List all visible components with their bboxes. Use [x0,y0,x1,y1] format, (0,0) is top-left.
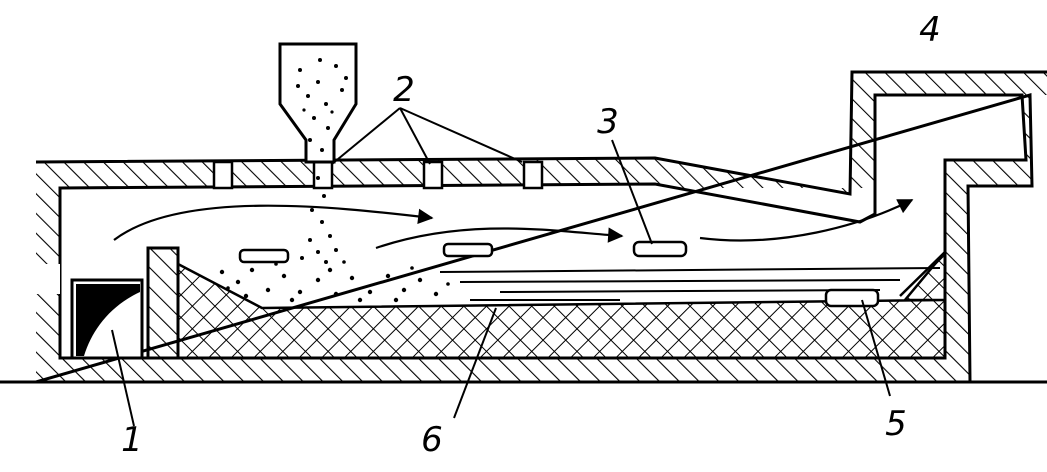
label-5: 5 [885,404,907,444]
label-6: 6 [421,420,443,460]
tap-hole [824,288,880,308]
molten-surface [439,267,941,301]
flame-ports [238,240,688,264]
label-3: 3 [597,102,619,142]
label-2: 2 [393,70,415,110]
gas-flow [113,199,914,250]
label-4: 4 [919,10,941,50]
charging-hopper [278,42,358,164]
hearth-slope-right [899,251,946,297]
falling-charge [300,176,338,264]
leader-lines [111,107,891,427]
hearth-bath [176,248,947,360]
label-1: 1 [121,420,143,460]
